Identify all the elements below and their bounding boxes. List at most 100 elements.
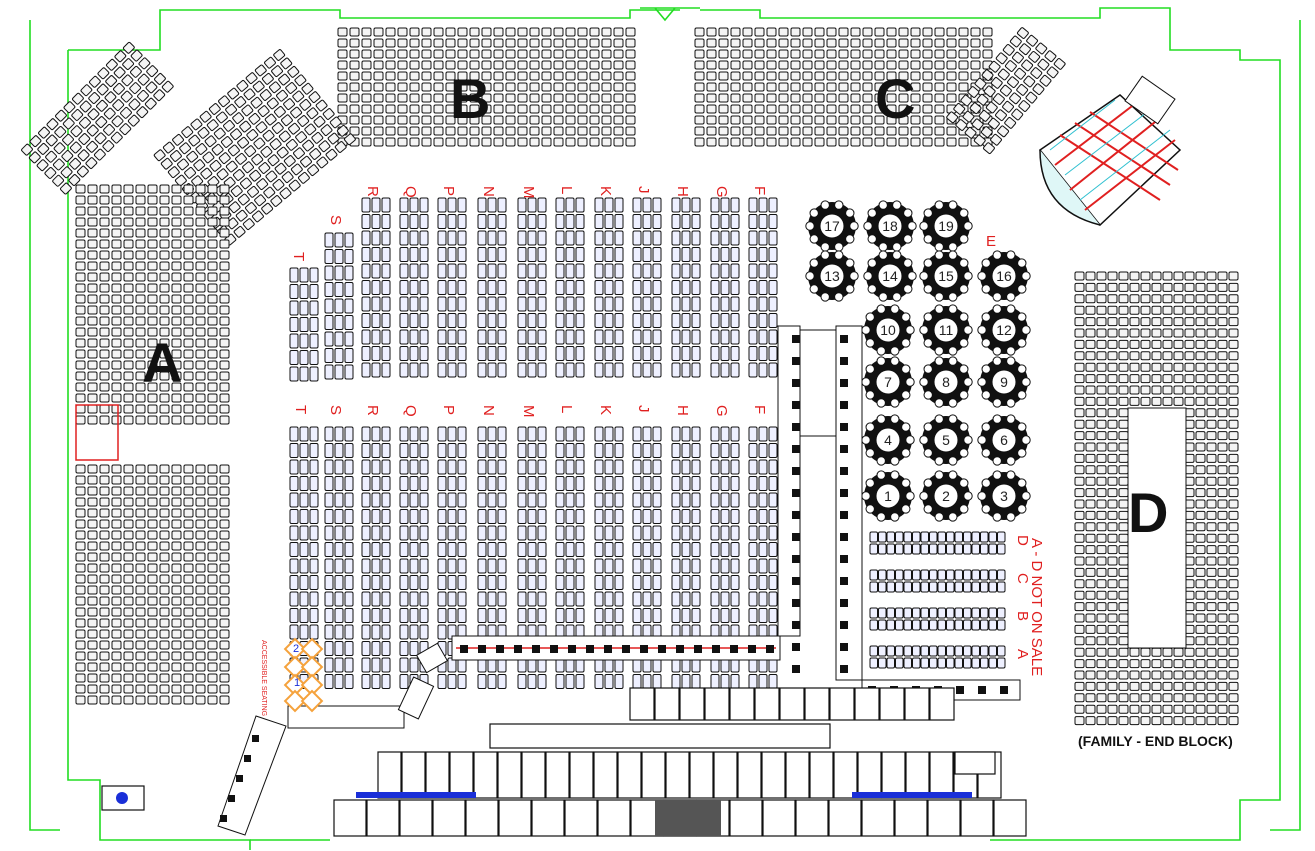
floor-seat[interactable] [447,558,457,574]
section-b-seat[interactable] [290,163,303,176]
section-c-seat[interactable] [934,93,945,103]
section-c-seat[interactable] [778,71,789,81]
section-d-seat[interactable] [1118,613,1129,623]
floor-seat[interactable] [289,267,299,283]
section-d-seat[interactable] [1118,328,1129,338]
section-a-seat[interactable] [87,695,98,705]
section-c-seat[interactable] [754,27,765,37]
section-b-seat[interactable] [240,177,252,190]
section-a-seat[interactable] [75,662,86,672]
front-row-seat[interactable] [912,581,921,593]
section-a-seat[interactable] [219,497,230,507]
section-c-seat[interactable] [730,104,741,114]
floor-seat[interactable] [477,558,487,574]
floor-seat[interactable] [594,525,604,541]
section-a-seat[interactable] [135,206,146,216]
section-d-seat[interactable] [1107,271,1118,281]
floor-seat[interactable] [371,296,381,312]
section-a-seat[interactable] [195,393,206,403]
floor-seat[interactable] [324,282,334,297]
floor-seat[interactable] [371,362,381,378]
floor-seat[interactable] [371,492,381,508]
floor-seat[interactable] [457,443,467,458]
section-a-seat[interactable] [159,404,170,414]
floor-seat[interactable] [437,426,447,442]
floor-seat[interactable] [447,509,457,524]
section-a-seat[interactable] [138,57,151,70]
section-a-seat[interactable] [99,338,110,348]
section-a-seat[interactable] [135,349,146,359]
floor-seat[interactable] [730,575,740,590]
section-c-seat[interactable] [754,126,765,136]
floor-seat[interactable] [691,230,701,246]
section-b-seat[interactable] [421,126,432,136]
section-a-seat[interactable] [183,382,194,392]
section-a-seat[interactable] [159,464,170,474]
section-d-seat[interactable] [1096,408,1107,418]
section-a-seat[interactable] [99,371,110,381]
section-a-seat[interactable] [135,195,146,205]
section-b-seat[interactable] [433,93,444,103]
floor-seat[interactable] [565,263,575,279]
section-c-seat[interactable] [790,104,801,114]
section-c-seat[interactable] [910,93,921,103]
section-b-seat[interactable] [589,93,600,103]
floor-seat[interactable] [361,214,371,229]
section-c-seat[interactable] [826,71,837,81]
section-d-seat[interactable] [1217,499,1228,509]
floor-seat[interactable] [594,280,604,295]
section-d-seat[interactable] [1074,659,1085,669]
section-b-seat[interactable] [565,126,576,136]
section-a-seat[interactable] [147,640,158,650]
floor-seat[interactable] [642,329,652,345]
section-d-seat[interactable] [1217,556,1228,566]
section-b-seat[interactable] [481,93,492,103]
section-b-seat[interactable] [529,137,540,147]
floor-seat[interactable] [768,426,778,442]
section-c-seat[interactable] [850,38,861,48]
section-a-seat[interactable] [207,541,218,551]
section-a-seat[interactable] [183,393,194,403]
section-c-seat[interactable] [958,60,969,70]
section-a-seat[interactable] [219,618,230,628]
section-d-seat[interactable] [1206,693,1217,703]
section-c-seat[interactable] [922,38,933,48]
section-c-seat[interactable] [850,137,861,147]
section-b-seat[interactable] [153,149,166,162]
section-a-seat[interactable] [99,327,110,337]
section-c-seat[interactable] [802,93,813,103]
front-row-seat[interactable] [869,581,878,593]
section-d-seat[interactable] [1195,362,1206,372]
section-b-seat[interactable] [445,126,456,136]
section-b-seat[interactable] [315,99,328,112]
floor-seat[interactable] [720,674,730,689]
floor-seat[interactable] [334,492,344,508]
section-d-seat[interactable] [1074,602,1085,612]
section-b-seat[interactable] [553,49,564,59]
section-d-seat[interactable] [1184,271,1195,281]
floor-seat[interactable] [497,674,507,689]
floor-seat[interactable] [575,443,585,458]
section-c[interactable] [694,27,1066,155]
section-a-seat[interactable] [111,640,122,650]
floor-seat[interactable] [361,542,371,557]
section-b-seat[interactable] [445,115,456,125]
section-d-seat[interactable] [1085,624,1096,634]
section-b-seat[interactable] [613,60,624,70]
section-b-seat[interactable] [235,152,247,165]
section-d-seat[interactable] [1195,510,1206,520]
section-a-seat[interactable] [99,228,110,238]
floor-seat[interactable] [399,329,409,345]
floor-seat[interactable] [437,542,447,557]
section-b-seat[interactable] [262,129,275,142]
floor-seat[interactable] [457,280,467,295]
section-a-seat[interactable] [113,66,126,79]
section-b-seat[interactable] [329,116,342,129]
floor-seat[interactable] [691,525,701,541]
floor-seat[interactable] [527,459,537,475]
front-row-seat[interactable] [954,531,963,543]
section-d-seat[interactable] [1107,670,1118,680]
section-a-seat[interactable] [183,294,194,304]
section-a-seat[interactable] [87,283,98,293]
section-a-seat[interactable] [147,206,158,216]
